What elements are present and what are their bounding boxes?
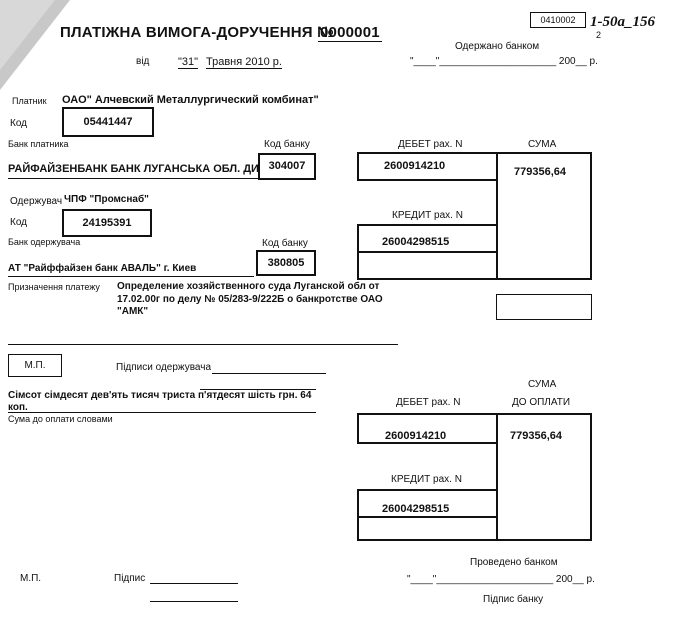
mp-label-top: М.П. (24, 360, 46, 371)
page-marker: 2 (596, 30, 602, 40)
payer-code: 05441447 (83, 116, 133, 128)
payer-name: ОАО" Алчевский Металлургический комбинат… (62, 94, 319, 106)
debit-account-top: 2600914210 (384, 160, 446, 172)
recipient-signature-line (212, 373, 326, 374)
purpose-separator (8, 344, 398, 345)
payer-bank-code-label: Код банку (264, 139, 310, 150)
purpose-side-box (496, 294, 592, 320)
recipient-signatures-label: Підписи одержувача (116, 362, 212, 373)
payer-bank-underline (8, 178, 258, 179)
amount-words-top-line (200, 389, 316, 390)
credit-extra-box-top (357, 251, 498, 280)
payer-bank-code: 304007 (268, 160, 306, 172)
payer-bank-name: РАЙФАЙЗЕНБАНК БАНК ЛУГАНСЬКА ОБЛ. ДИ (8, 163, 259, 175)
signature-line-2 (150, 601, 238, 602)
mp-box-top: М.П. (8, 354, 62, 377)
amount-words-label: Сума до оплати словами (8, 414, 113, 424)
payer-bank-code-box: 304007 (258, 153, 316, 180)
credit-extra-box-bottom (357, 516, 498, 541)
recipient-name: ЧПФ "Промснаб" (64, 194, 149, 205)
amount-words-line-1: Сімсот сімдесят дев'ять тисяч триста п'я… (8, 390, 312, 401)
recipient-bank-code-box: 380805 (256, 250, 316, 276)
payer-bank-label: Банк платника (8, 139, 69, 149)
recipient-bank-label: Банк одержувача (8, 237, 81, 247)
date-label: від (136, 56, 150, 67)
credit-label-top: КРЕДИТ рах. N (392, 210, 463, 221)
recipient-bank-underline (8, 276, 254, 277)
document-number: 0000001 (318, 24, 382, 42)
page-fold-corner (0, 0, 55, 70)
sum-to-pay-label-1: СУМА (528, 379, 557, 390)
recipient-code-box: 24195391 (62, 209, 152, 237)
date-day: "31" (178, 56, 199, 69)
received-label: Одержано банком (455, 41, 540, 52)
sum-box-top (496, 152, 592, 280)
recipient-bank-code: 380805 (267, 257, 305, 269)
payer-code-box: 05441447 (62, 107, 154, 137)
credit-account-top: 26004298515 (382, 236, 450, 248)
purpose-label: Призначення платежу (8, 282, 100, 292)
purpose-line-3: "АМК" (117, 306, 149, 317)
archive-stamp: 1-50а_156 (590, 14, 655, 30)
signature-line-1 (150, 583, 238, 584)
payer-code-label: Код (10, 118, 28, 129)
recipient-code: 24195391 (82, 217, 132, 229)
sum-box-bottom (496, 413, 592, 541)
sum-value-top: 779356,64 (514, 166, 566, 178)
debit-label-top: ДЕБЕТ рах. N (398, 139, 463, 150)
credit-account-bottom: 26004298515 (382, 503, 450, 515)
sum-label-top: СУМА (528, 139, 557, 150)
bank-signature-label: Підпис банку (483, 594, 544, 605)
sum-value-bottom: 779356,64 (510, 430, 562, 442)
debit-account-bottom: 2600914210 (385, 430, 447, 442)
purpose-line-2: 17.02.00г по делу № 05/283-9/222Б о банк… (117, 294, 383, 305)
amount-words-underline (8, 412, 316, 413)
mp-label-bottom: М.П. (20, 573, 42, 584)
recipient-bank-code-label: Код банку (262, 238, 308, 249)
amount-words-line-2: коп. (8, 402, 28, 413)
credit-label-bottom: КРЕДИТ рах. N (391, 474, 462, 485)
recipient-bank-name: АТ "Райффайзен банк АВАЛЬ" г. Киев (8, 263, 197, 274)
form-code: 0410002 (540, 15, 576, 25)
form-code-box: 0410002 (530, 12, 586, 28)
document-title: ПЛАТІЖНА ВИМОГА-ДОРУЧЕННЯ № (60, 24, 335, 41)
received-date: "____"_____________________ 200__ р. (410, 56, 598, 67)
processed-date: "____"_____________________ 200__ р. (407, 574, 595, 585)
sum-to-pay-label-2: ДО ОПЛАТИ (512, 397, 571, 408)
purpose-line-1: Определение хозяйственного суда Луганско… (117, 281, 380, 292)
payer-label: Платник (12, 96, 47, 106)
recipient-label: Одержувач (10, 196, 63, 207)
debit-label-bottom: ДЕБЕТ рах. N (396, 397, 461, 408)
recipient-code-label: Код (10, 217, 28, 228)
signature-label: Підпис (114, 573, 146, 584)
date-month-year: Травня 2010 р. (206, 56, 282, 69)
processed-label: Проведено банком (470, 557, 558, 568)
